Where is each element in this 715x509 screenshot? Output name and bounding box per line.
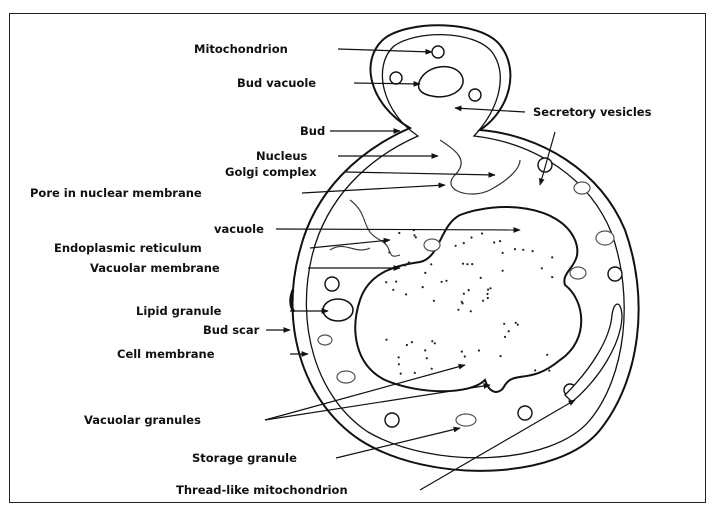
vacuole-dot — [414, 372, 416, 374]
vacuole-dot — [415, 236, 417, 238]
vacuole-dot — [489, 287, 491, 289]
vacuole-dot — [481, 232, 483, 234]
label-golgi-complex: Golgi complex — [225, 165, 317, 179]
vacuole-dot — [471, 263, 473, 265]
vacuole-dot — [499, 240, 501, 242]
vacuole-dot — [463, 293, 465, 295]
vacuole-dot — [466, 263, 468, 265]
vacuole-dot — [455, 245, 457, 247]
vacuole-dot — [487, 289, 489, 291]
vacuole-dot — [480, 277, 482, 279]
vacuole-dot — [470, 310, 472, 312]
label-vacuolar-granules: Vacuolar granules — [84, 413, 201, 427]
vacuole-dot — [478, 349, 480, 351]
vacuole-dot — [385, 281, 387, 283]
vacuole-dot — [532, 250, 534, 252]
vacuole-dot — [430, 263, 432, 265]
label-thread-like-mitochondrion: Thread-like mitochondrion — [176, 483, 348, 497]
vacuole-dot — [551, 256, 553, 258]
vacuole-dot — [502, 270, 504, 272]
vacuole-dot — [400, 373, 402, 375]
vacuole-dot — [461, 301, 463, 303]
vacuole-dot — [385, 339, 387, 341]
vacuole-dot — [522, 249, 524, 251]
vacuole-dot — [462, 263, 464, 265]
vacuole-dot — [413, 234, 415, 236]
vacuole-dot — [431, 340, 433, 342]
vacuole-dot — [406, 344, 408, 346]
vacuole-dot — [408, 261, 410, 263]
vacuole-dot — [422, 286, 424, 288]
vacuole-dot — [468, 289, 470, 291]
vacuole-dot — [482, 300, 484, 302]
vacuole-dot — [551, 276, 553, 278]
vacuole-dot — [546, 354, 548, 356]
label-nucleus: Nucleus — [256, 149, 308, 163]
vacuole-dot — [517, 324, 519, 326]
label-bud: Bud — [300, 124, 325, 138]
vacuole-dot — [464, 355, 466, 357]
label-endoplasmic-reticulum: Endoplasmic reticulum — [54, 241, 202, 255]
vacuole-dot — [395, 281, 397, 283]
vacuole-dot — [424, 349, 426, 351]
vacuole-dot — [398, 363, 400, 365]
vacuole-dot — [515, 322, 517, 324]
vacuole-dot — [431, 368, 433, 370]
vacuole-dot — [548, 370, 550, 372]
label-cell-membrane: Cell membrane — [117, 347, 215, 361]
label-bud-vacuole: Bud vacuole — [237, 76, 316, 90]
vacuole-dot — [470, 236, 472, 238]
vacuole-dot — [441, 281, 443, 283]
vacuole-dot — [493, 241, 495, 243]
vacuole-dot — [434, 342, 436, 344]
label-vacuole: vacuole — [214, 222, 264, 236]
label-lipid-granule: Lipid granule — [136, 304, 222, 318]
vacuole-dot — [502, 252, 504, 254]
vacuole-dot — [433, 300, 435, 302]
vacuole-dot — [508, 330, 510, 332]
vacuole-dot — [424, 272, 426, 274]
vacuole-dot — [405, 293, 407, 295]
vacuole-dot — [514, 248, 516, 250]
vacuole-dot — [504, 336, 506, 338]
vacuole-dot — [534, 369, 536, 371]
label-secretory-vesicles: Secretory vesicles — [533, 105, 652, 119]
label-bud-scar: Bud scar — [203, 323, 260, 337]
vacuole-dot — [404, 264, 406, 266]
vacuole-dot — [541, 267, 543, 269]
label-vacuolar-membrane: Vacuolar membrane — [90, 261, 220, 275]
vacuole-dot — [426, 357, 428, 359]
label-storage-granule: Storage granule — [192, 451, 297, 465]
vacuole-dot — [461, 351, 463, 353]
label-mitochondrion: Mitochondrion — [194, 42, 288, 56]
vacuole-dot — [463, 242, 465, 244]
vacuole-dot — [500, 355, 502, 357]
vacuole-dot — [487, 297, 489, 299]
vacuole-dot — [445, 280, 447, 282]
lipid-granule-shape — [323, 299, 353, 321]
vacuole-dot — [398, 356, 400, 358]
label-pore-in-nuclear-membrane: Pore in nuclear membrane — [30, 186, 202, 200]
vacuole-dot — [457, 309, 459, 311]
vacuole-dot — [398, 232, 400, 234]
vacuole-dot — [392, 289, 394, 291]
vacuole-dot — [486, 293, 488, 295]
vacuole-dot — [411, 341, 413, 343]
vacuole-dot — [503, 323, 505, 325]
